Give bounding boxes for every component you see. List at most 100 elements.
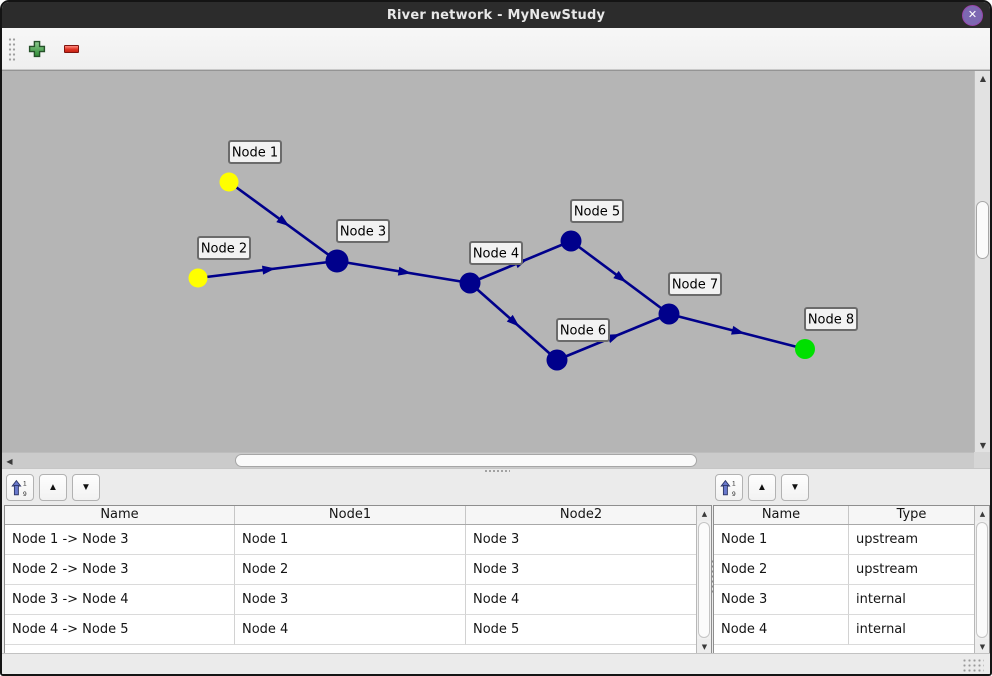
network-node-node-1[interactable] <box>220 173 239 192</box>
branches-move-up-button[interactable]: ▲ <box>39 474 67 501</box>
table-scroll-thumb[interactable] <box>698 522 710 638</box>
table-row[interactable]: Node 1 -> Node 3Node 1Node 3 <box>5 525 711 555</box>
nodes-move-down-button[interactable]: ▼ <box>781 474 809 501</box>
table-cell[interactable]: Node 1 <box>235 525 466 555</box>
status-bar <box>2 653 990 675</box>
resize-grip[interactable] <box>962 658 984 672</box>
river-network-graph[interactable]: Node 1 Node 2 Node 3 Node 4 Node 5 Node 6 Node… <box>2 71 974 453</box>
table-cell[interactable]: Node 1 -> Node 3 <box>5 525 235 555</box>
network-node-node-7[interactable] <box>659 304 680 325</box>
table-cell[interactable]: Node 2 <box>714 555 849 585</box>
titlebar: River network - MyNewStudy ✕ <box>2 2 990 28</box>
sort-numeric-icon: 1 9 <box>720 479 738 497</box>
table-cell[interactable]: Node 4 <box>714 615 849 645</box>
nodes-sort-button[interactable]: 1 9 <box>715 474 743 501</box>
table-cell[interactable]: Node 1 <box>714 525 849 555</box>
table-cell[interactable]: Node 3 <box>466 555 697 585</box>
flow-arrow-icon <box>262 266 275 275</box>
svg-text:Node 6: Node 6 <box>560 324 606 339</box>
table-row[interactable]: Node 4internal <box>714 615 989 645</box>
scroll-left-icon[interactable]: ◀ <box>2 453 17 469</box>
svg-text:Node 2: Node 2 <box>201 242 247 257</box>
close-button[interactable]: ✕ <box>962 5 983 26</box>
branches-move-down-button[interactable]: ▼ <box>72 474 100 501</box>
nodes-move-up-button[interactable]: ▲ <box>748 474 776 501</box>
horizontal-splitter-handle[interactable] <box>484 469 510 473</box>
table-row[interactable]: Node 3 -> Node 4Node 3Node 4 <box>5 585 711 615</box>
plus-icon <box>28 40 46 58</box>
table-cell[interactable]: Node 3 <box>235 585 466 615</box>
table-cell[interactable]: Node 3 <box>466 525 697 555</box>
network-node-node-5[interactable] <box>561 231 582 252</box>
network-node-node-6[interactable] <box>547 350 568 371</box>
table-cell[interactable]: Node 5 <box>466 615 697 645</box>
remove-button[interactable] <box>58 36 84 62</box>
scroll-up-icon[interactable]: ▲ <box>697 506 712 521</box>
network-node-node-4[interactable] <box>460 273 481 294</box>
network-node-node-3[interactable] <box>326 250 349 273</box>
scroll-up-icon[interactable]: ▲ <box>975 71 991 86</box>
table-row[interactable]: Node 3internal <box>714 585 989 615</box>
svg-text:Node 5: Node 5 <box>574 205 620 220</box>
table-row[interactable]: Node 1upstream <box>714 525 989 555</box>
table-cell[interactable]: upstream <box>849 525 975 555</box>
node-label-node-7[interactable]: Node 7 <box>669 273 721 295</box>
table-row[interactable]: Node 2 -> Node 3Node 2Node 3 <box>5 555 711 585</box>
toolbar-drag-handle[interactable] <box>8 36 16 62</box>
network-node-node-2[interactable] <box>189 269 208 288</box>
move-up-icon: ▲ <box>757 483 767 493</box>
table-cell[interactable]: Node 2 <box>235 555 466 585</box>
column-header-name[interactable]: Name <box>5 506 235 524</box>
node-label-node-4[interactable]: Node 4 <box>470 242 522 264</box>
node-label-node-2[interactable]: Node 2 <box>198 237 250 259</box>
table-vertical-scrollbar[interactable]: ▲▼ <box>696 506 711 654</box>
table-vertical-scrollbar[interactable]: ▲▼ <box>974 506 989 654</box>
move-up-icon: ▲ <box>48 483 58 493</box>
column-header-node2[interactable]: Node2 <box>466 506 697 524</box>
svg-text:1: 1 <box>732 480 736 487</box>
node-label-node-3[interactable]: Node 3 <box>337 220 389 242</box>
node-label-node-6[interactable]: Node 6 <box>557 319 609 341</box>
network-node-node-8[interactable] <box>795 339 815 359</box>
table-cell[interactable]: Node 4 <box>235 615 466 645</box>
node-label-node-1[interactable]: Node 1 <box>229 141 281 163</box>
node-label-node-5[interactable]: Node 5 <box>571 200 623 222</box>
column-header-name[interactable]: Name <box>714 506 849 524</box>
node-label-node-8[interactable]: Node 8 <box>805 308 857 330</box>
table-cell[interactable]: Node 4 -> Node 5 <box>5 615 235 645</box>
add-button[interactable] <box>24 36 50 62</box>
branches-sort-button[interactable]: 1 9 <box>6 474 34 501</box>
canvas-horizontal-scrollbar[interactable]: ◀ ▶ <box>2 452 990 468</box>
nodes-table: NameTypeNode 1upstreamNode 2upstreamNode… <box>713 505 990 655</box>
column-header-type[interactable]: Type <box>849 506 975 524</box>
table-row[interactable]: Node 2upstream <box>714 555 989 585</box>
branches-table: NameNode1Node2Node 1 -> Node 3Node 1Node… <box>4 505 712 655</box>
table-header-row: NameNode1Node2 <box>5 506 711 525</box>
branches-toolbar: 1 9 ▲ ▼ <box>6 474 100 502</box>
scroll-up-icon[interactable]: ▲ <box>975 506 990 521</box>
table-row[interactable]: Node 4 -> Node 5Node 4Node 5 <box>5 615 711 645</box>
window-title: River network - MyNewStudy <box>387 8 605 23</box>
flow-arrow-icon <box>398 267 412 276</box>
table-cell[interactable]: Node 3 <box>714 585 849 615</box>
table-cell[interactable]: internal <box>849 585 975 615</box>
table-cell[interactable]: Node 4 <box>466 585 697 615</box>
svg-text:Node 8: Node 8 <box>808 313 854 328</box>
table-cell[interactable]: internal <box>849 615 975 645</box>
svg-text:Node 4: Node 4 <box>473 247 519 262</box>
canvas-vertical-scrollbar[interactable]: ▲ ▼ <box>974 71 990 453</box>
table-cell[interactable]: upstream <box>849 555 975 585</box>
svg-text:1: 1 <box>23 480 27 487</box>
table-scroll-thumb[interactable] <box>976 522 988 638</box>
scroll-down-icon[interactable]: ▼ <box>697 639 712 654</box>
table-cell[interactable]: Node 3 -> Node 4 <box>5 585 235 615</box>
scroll-down-icon[interactable]: ▼ <box>975 438 991 453</box>
column-header-node1[interactable]: Node1 <box>235 506 466 524</box>
svg-text:9: 9 <box>732 491 736 497</box>
bottom-panel: 1 9 ▲ ▼ 1 9 ▲ ▼ NameNode1Node2Node 1 -> … <box>2 468 990 674</box>
network-canvas[interactable]: Node 1 Node 2 Node 3 Node 4 Node 5 Node 6 Node… <box>2 70 990 468</box>
scroll-down-icon[interactable]: ▼ <box>975 639 990 654</box>
table-cell[interactable]: Node 2 -> Node 3 <box>5 555 235 585</box>
vertical-scroll-thumb[interactable] <box>976 201 989 259</box>
horizontal-scroll-thumb[interactable] <box>235 454 697 467</box>
